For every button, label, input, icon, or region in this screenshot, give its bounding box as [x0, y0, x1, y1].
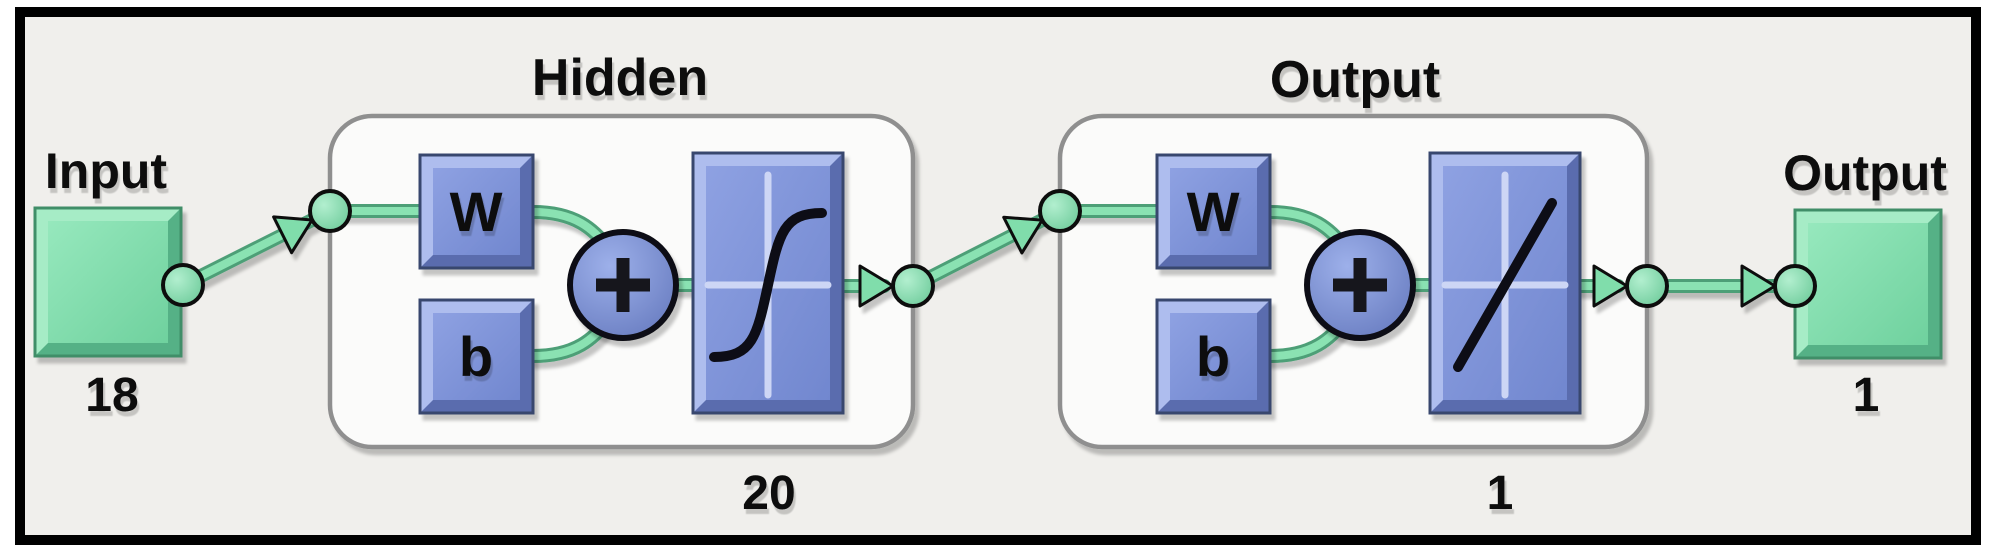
input-size: 18 — [85, 369, 138, 422]
output-label: Output — [1783, 145, 1947, 201]
node-circle-icon — [1625, 264, 1669, 308]
output-weight-label: W — [1187, 180, 1240, 243]
hidden-neuron-count: 20 — [742, 467, 795, 520]
hidden-bias-label: b — [459, 325, 493, 388]
output-size: 1 — [1853, 369, 1880, 422]
figure-frame — [15, 7, 1981, 545]
output-bias-label: b — [1196, 325, 1230, 388]
output-layer-title: Output — [1270, 51, 1440, 109]
input-label: Input — [45, 143, 168, 199]
plus-sum-icon — [1333, 258, 1387, 312]
output-layer-internals — [1155, 151, 1582, 415]
input-square — [33, 206, 183, 358]
node-circle-icon — [1038, 189, 1082, 233]
node-circle-icon — [891, 264, 935, 308]
plus-sum-icon — [596, 258, 650, 312]
output-neuron-count: 1 — [1487, 467, 1514, 520]
tansig-sigmoid-curve-icon — [709, 208, 827, 362]
hidden-weight-label: W — [450, 180, 503, 243]
node-circle-icon — [161, 263, 205, 307]
hidden-layer-internals — [418, 151, 845, 415]
node-circle-icon — [308, 189, 352, 233]
hidden-layer-title: Hidden — [532, 49, 708, 107]
purelin-linear-line-icon — [1453, 198, 1557, 372]
node-circle-icon — [1773, 264, 1817, 308]
input-block — [33, 206, 183, 358]
